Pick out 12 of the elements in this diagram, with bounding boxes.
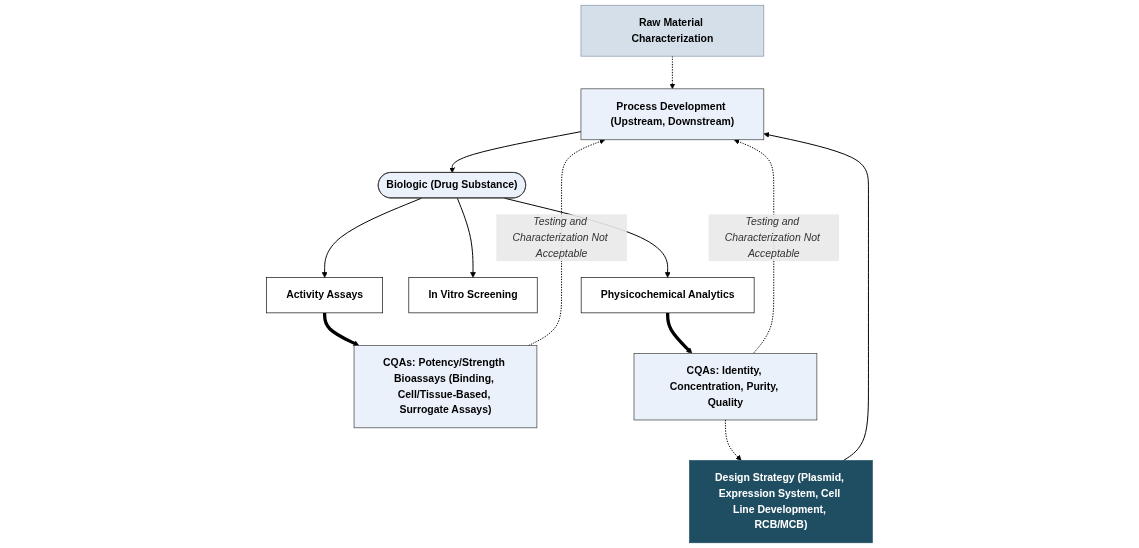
node-box: Physicochemical Analytics: [580, 277, 755, 314]
arrow: [666, 312, 693, 354]
edge-label: Testing and Characterization Not Acceptable: [724, 216, 820, 259]
node-box: CQAs: Identity, Concentration, Purity, Quality: [633, 353, 818, 421]
node-box: Activity Assays: [266, 277, 383, 314]
node-box: Raw Material Characterization: [580, 4, 765, 57]
node-box: CQAs: Potency/Strength Bioassays (Binding, Cell/Tissue-Based, Surrogate Assays): [353, 345, 538, 429]
node-box: In Vitro Screening: [408, 277, 538, 314]
node-box: Process Development (Upstream, Downstream): [580, 88, 765, 141]
edge-label: Testing and Characterization Not Acceptable: [512, 216, 608, 259]
arrow: [323, 312, 360, 346]
node-box: Design Strategy (Plasmid, Expression System, Cell Line Development, RCB/MCB): [689, 460, 873, 544]
